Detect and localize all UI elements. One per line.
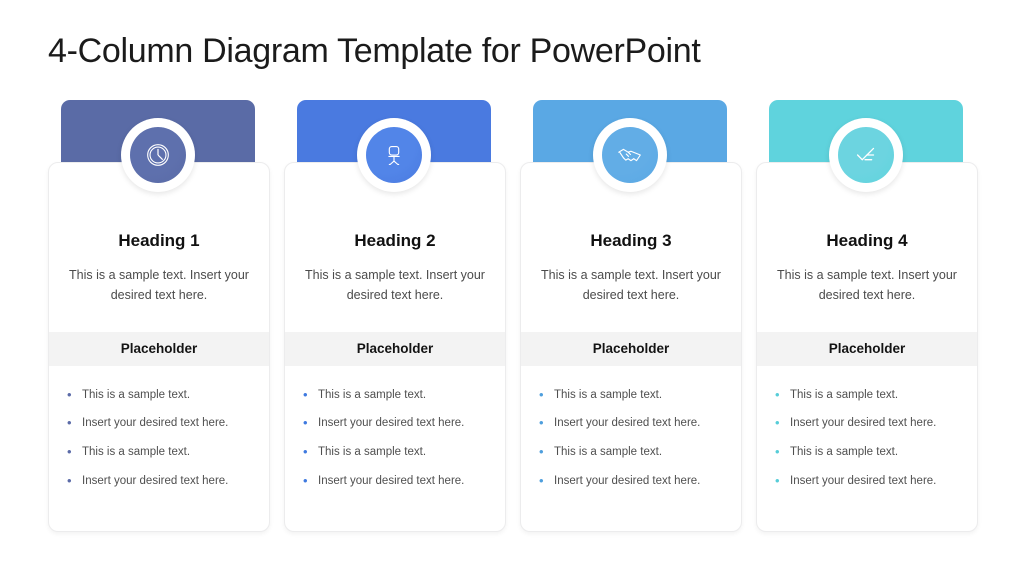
column-2[interactable]: Heading 2 This is a sample text. Insert … [284,100,506,532]
card-body-3: Heading 3 This is a sample text. Insert … [521,163,741,306]
list-item: Insert your desired text here. [303,415,493,432]
icon-badge-2[interactable] [357,118,431,192]
list-item: This is a sample text. [775,387,965,404]
list-item: Insert your desired text here. [539,473,729,490]
list-item: Insert your desired text here. [67,415,257,432]
card-description-2: This is a sample text. Insert your desir… [305,268,485,303]
list-item: This is a sample text. [67,387,257,404]
list-item: This is a sample text. [539,387,729,404]
icon-disc-4 [838,127,894,183]
office-chair-icon [388,146,400,165]
bullet-list-4: This is a sample text. Insert your desir… [757,366,977,491]
card-2[interactable]: Heading 2 This is a sample text. Insert … [284,162,506,532]
columns-container: Heading 1 This is a sample text. Insert … [48,100,978,532]
icon-disc-3 [602,127,658,183]
icon-disc-1 [130,127,186,183]
card-body-4: Heading 4 This is a sample text. Insert … [757,163,977,306]
placeholder-band-4: Placeholder [757,331,977,366]
icon-badge-1[interactable] [121,118,195,192]
card-3[interactable]: Heading 3 This is a sample text. Insert … [520,162,742,532]
bullet-list-1: This is a sample text. Insert your desir… [49,366,269,491]
column-4[interactable]: Heading 4 This is a sample text. Insert … [756,100,978,532]
list-item: This is a sample text. [303,387,493,404]
column-1[interactable]: Heading 1 This is a sample text. Insert … [48,100,270,532]
card-heading-3: Heading 3 [590,231,672,250]
placeholder-label-1: Placeholder [120,341,198,356]
card-body-1: Heading 1 This is a sample text. Insert … [49,163,269,306]
icon-badge-4[interactable] [829,118,903,192]
list-item: This is a sample text. [539,444,729,461]
bullet-list-2: This is a sample text. Insert your desir… [285,366,505,491]
checkmark-icon [856,147,875,161]
list-item: Insert your desired text here. [303,473,493,490]
list-item: Insert your desired text here. [775,473,965,490]
icon-disc-2 [366,127,422,183]
bullet-list-3: This is a sample text. Insert your desir… [521,366,741,491]
list-item: This is a sample text. [303,444,493,461]
handshake-icon [618,148,641,162]
list-item: Insert your desired text here. [67,473,257,490]
placeholder-label-2: Placeholder [356,341,434,356]
list-item: Insert your desired text here. [539,415,729,432]
placeholder-band-3: Placeholder [521,331,741,366]
card-1[interactable]: Heading 1 This is a sample text. Insert … [48,162,270,532]
list-item: This is a sample text. [775,444,965,461]
list-item: This is a sample text. [67,444,257,461]
placeholder-band-2: Placeholder [285,331,505,366]
placeholder-band-1: Placeholder [49,331,269,366]
list-item: Insert your desired text here. [775,415,965,432]
page-title: 4-Column Diagram Template for PowerPoint [48,32,701,70]
card-description-3: This is a sample text. Insert your desir… [541,268,721,303]
card-description-1: This is a sample text. Insert your desir… [69,268,249,303]
card-4[interactable]: Heading 4 This is a sample text. Insert … [756,162,978,532]
clock-icon [147,144,169,166]
card-body-2: Heading 2 This is a sample text. Insert … [285,163,505,306]
card-heading-1: Heading 1 [118,231,200,250]
card-heading-4: Heading 4 [826,231,908,250]
column-3[interactable]: Heading 3 This is a sample text. Insert … [520,100,742,532]
card-description-4: This is a sample text. Insert your desir… [777,268,957,303]
placeholder-label-4: Placeholder [828,341,906,356]
icon-badge-3[interactable] [593,118,667,192]
card-heading-2: Heading 2 [354,231,436,250]
placeholder-label-3: Placeholder [592,341,670,356]
